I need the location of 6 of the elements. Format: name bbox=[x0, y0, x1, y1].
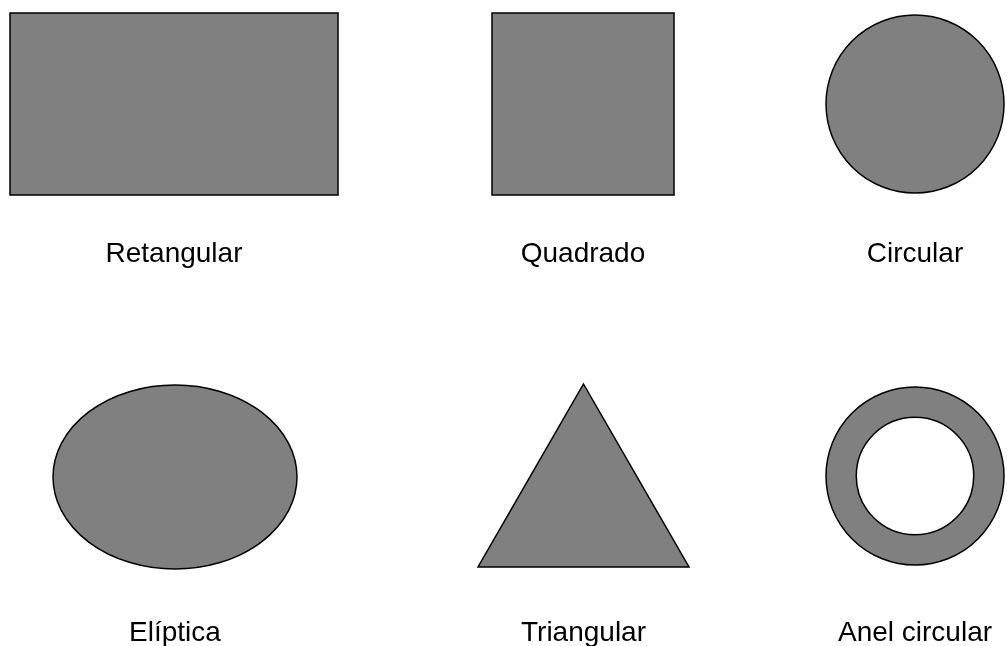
shape-caption: Quadrado bbox=[520, 236, 646, 270]
shape-caption: Triangular bbox=[521, 615, 646, 646]
shape-caption: Circular bbox=[866, 236, 964, 270]
shape-caption: Elíptica bbox=[129, 615, 221, 646]
shape-caption: Retangular bbox=[105, 236, 243, 270]
shape-caption: Anel circular bbox=[837, 615, 993, 646]
